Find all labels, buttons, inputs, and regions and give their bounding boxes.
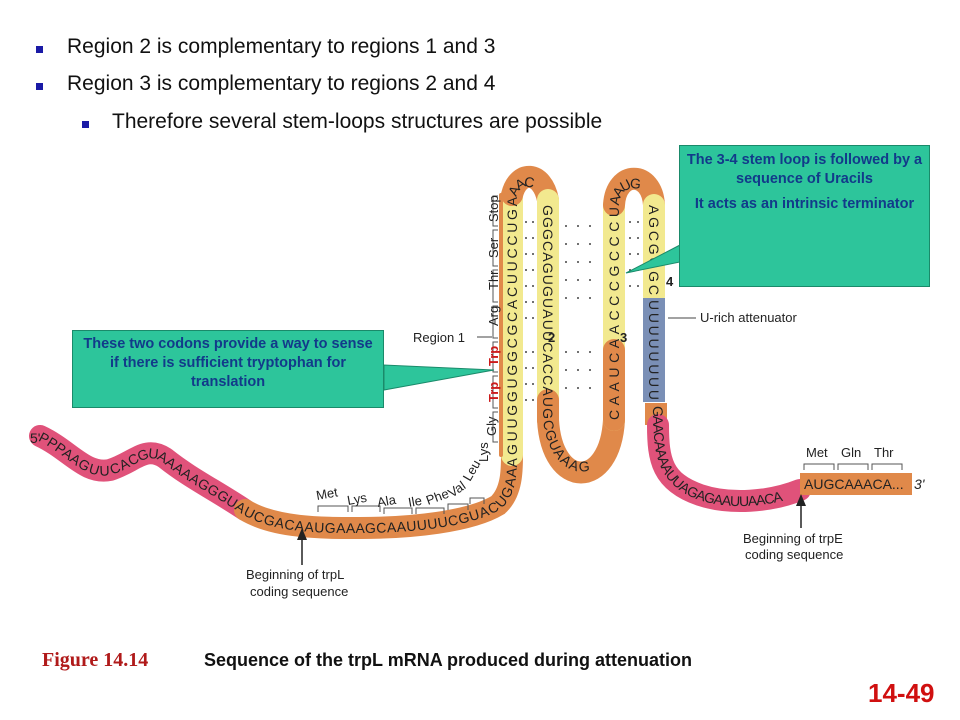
aa-label: Stop (486, 195, 501, 222)
start-site-labels: Beginning of trpL coding sequence Beginn… (246, 531, 843, 599)
codon-brackets-trpE (803, 463, 903, 470)
aa-label: Thr (486, 270, 501, 290)
backbone-loop2 (537, 409, 625, 484)
seq-region4: AGCGGGC (646, 205, 662, 295)
aa-label: Gly (484, 416, 499, 436)
seq-left: PPPAAGUUCACGUAAAAAGGGUAUCGACAAUGAAAGCAAU… (0, 0, 520, 536)
trpL-start-arrow (297, 528, 307, 565)
aa-label: Met (806, 445, 828, 460)
u-rich-text: U-rich attenuator (700, 310, 797, 325)
trpE-start-arrow (796, 494, 806, 528)
bullet-item: Region 3 is complementary to regions 2 a… (36, 72, 496, 96)
aa-label: Thr (874, 445, 894, 460)
seq-right: GAACAAAAUUAGAGAAUUAACA (650, 406, 785, 509)
codons-callout-pointer (383, 364, 495, 391)
figure-label: Figure 14.14 (42, 649, 149, 671)
trp-codon-label: Trp (486, 346, 501, 366)
amino-acids-stem: Arg Thr Ser Stop (486, 195, 501, 326)
seq-loop2: CGUAAAG (540, 419, 590, 475)
aa-label: Ile (407, 493, 423, 510)
dots-3-4 (629, 221, 639, 287)
backbone-leader-red (647, 414, 811, 512)
bullet-text: Region 3 is complementary to regions 2 a… (67, 72, 496, 95)
trpE-start-label: Beginning of trpE (743, 531, 843, 546)
aa-label: Phe (424, 486, 451, 508)
codons-callout: These two codons provide a way to sense … (72, 330, 384, 408)
bullet-marker (82, 121, 89, 128)
region-label: 2 (548, 330, 555, 345)
aa-label: Ala (376, 492, 398, 510)
figure-caption: Sequence of the trpL mRNA produced durin… (204, 650, 693, 670)
seq-region3: CAAUCAACCCGCCCU (606, 207, 622, 420)
five-prime-label: 5' (30, 430, 40, 446)
region-label: 4 (666, 274, 674, 289)
seq-trpE: AUGCAAACA... (804, 476, 904, 492)
trp-codon-label: Trp (486, 382, 501, 402)
codon-brackets-left (317, 497, 485, 514)
bullet-marker (36, 83, 43, 90)
terminator-callout-text-1: The 3-4 stem loop is followed by a seque… (686, 152, 923, 187)
trpL-start-label: Beginning of trpL (246, 567, 344, 582)
bullet-text: Region 2 is complementary to regions 1 a… (67, 35, 496, 58)
three-prime-label: 3' (914, 476, 926, 492)
dots-2-3 (565, 225, 591, 389)
backbone-trpL-orange (234, 444, 523, 540)
amino-acids-trpE: Met Gln Thr (806, 445, 894, 460)
codon-brackets-stem (492, 195, 498, 443)
region1-label: Region 1 (413, 330, 465, 345)
bullet-marker (36, 46, 43, 53)
terminator-callout: The 3-4 stem loop is followed by a seque… (679, 145, 930, 287)
region-labels: Region 1 2 3 4 (413, 274, 674, 345)
terminator-callout-text-2: It acts as an intrinsic terminator (694, 196, 915, 212)
amino-acids-trpL: Met Lys Ala Ile Phe Val Leu Lys Gly (315, 416, 499, 510)
aa-label: Lys (346, 490, 369, 508)
page-number: 14-49 (868, 678, 935, 708)
aa-label: Met (315, 484, 339, 503)
aa-label: Ser (486, 237, 501, 258)
backbone (29, 165, 912, 540)
u-rich-label: U-rich attenuator (700, 310, 797, 325)
trp-codon-labels: Trp Trp (486, 346, 501, 402)
bullet-text: Therefore several stem-loops structures … (112, 110, 603, 133)
aa-label: Lys (476, 442, 491, 462)
aa-label: Arg (486, 306, 501, 326)
trpL-start-label-2: coding sequence (250, 584, 348, 599)
bullet-item: Region 2 is complementary to regions 1 a… (36, 35, 496, 59)
aa-label: Gln (841, 445, 861, 460)
base-pair-dots (525, 221, 639, 401)
region-label: 3 (620, 330, 627, 345)
bullet-item: Therefore several stem-loops structures … (82, 110, 603, 134)
seq-region2: GGGCAGUGUAUUCACCAUG (540, 205, 556, 419)
backbone-5prime-red (29, 425, 256, 521)
codons-callout-text: These two codons provide a way to sense … (83, 336, 373, 390)
trpE-start-label-2: coding sequence (745, 547, 843, 562)
